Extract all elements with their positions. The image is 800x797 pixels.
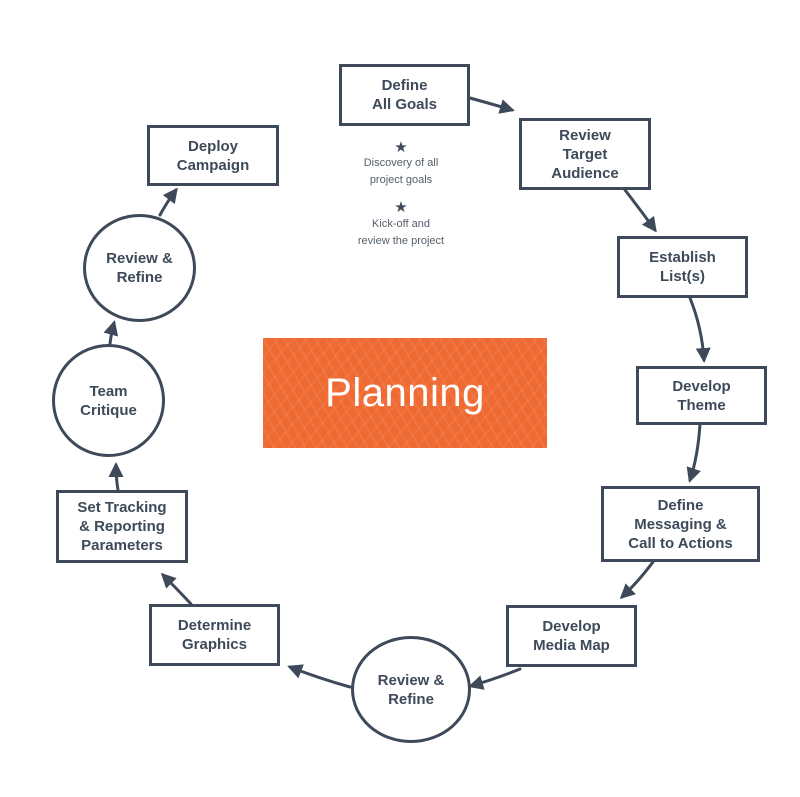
arrow-review-to-graphics	[287, 664, 352, 689]
arrow-mediamap-to-review	[468, 667, 522, 690]
center-texture	[263, 338, 547, 448]
node-team-critique: Team Critique	[52, 344, 165, 457]
node-develop-media-map: Develop Media Map	[506, 605, 637, 667]
arrow-theme-to-messaging	[686, 422, 702, 483]
node-establish-lists: Establish List(s)	[617, 236, 748, 298]
note-star-1: ★	[394, 139, 408, 156]
note-text-1: Discovery of all project goals	[363, 157, 439, 186]
arrow-graphics-to-tracking	[160, 572, 193, 606]
planning-center-box: Planning	[263, 338, 547, 448]
arrow-goals-to-audience	[468, 96, 515, 114]
note-star-2: ★	[394, 199, 408, 216]
arrow-audience-to-lists	[623, 188, 657, 233]
note-text-2: Kick-off and review the project	[357, 218, 445, 247]
node-develop-theme: Develop Theme	[636, 366, 767, 425]
node-deploy-campaign: Deploy Campaign	[147, 125, 279, 186]
node-define-all-goals: Define All Goals	[339, 64, 470, 126]
node-define-messaging: Define Messaging & Call to Actions	[601, 486, 760, 562]
node-review-refine-left: Review & Refine	[83, 214, 196, 322]
arrow-lists-to-theme	[688, 296, 711, 363]
center-title: Planning	[325, 370, 485, 415]
arrow-review-to-deploy	[158, 187, 178, 217]
node-set-tracking: Set Tracking & Reporting Parameters	[56, 490, 188, 563]
arrow-tracking-to-critique	[108, 462, 124, 492]
arrow-messaging-to-mediamap	[619, 560, 655, 600]
node-review-target-audience: Review Target Audience	[519, 118, 651, 190]
arrow-critique-to-review	[103, 320, 119, 346]
node-determine-graphics: Determine Graphics	[149, 604, 280, 666]
node-review-refine-bottom: Review & Refine	[351, 636, 471, 743]
